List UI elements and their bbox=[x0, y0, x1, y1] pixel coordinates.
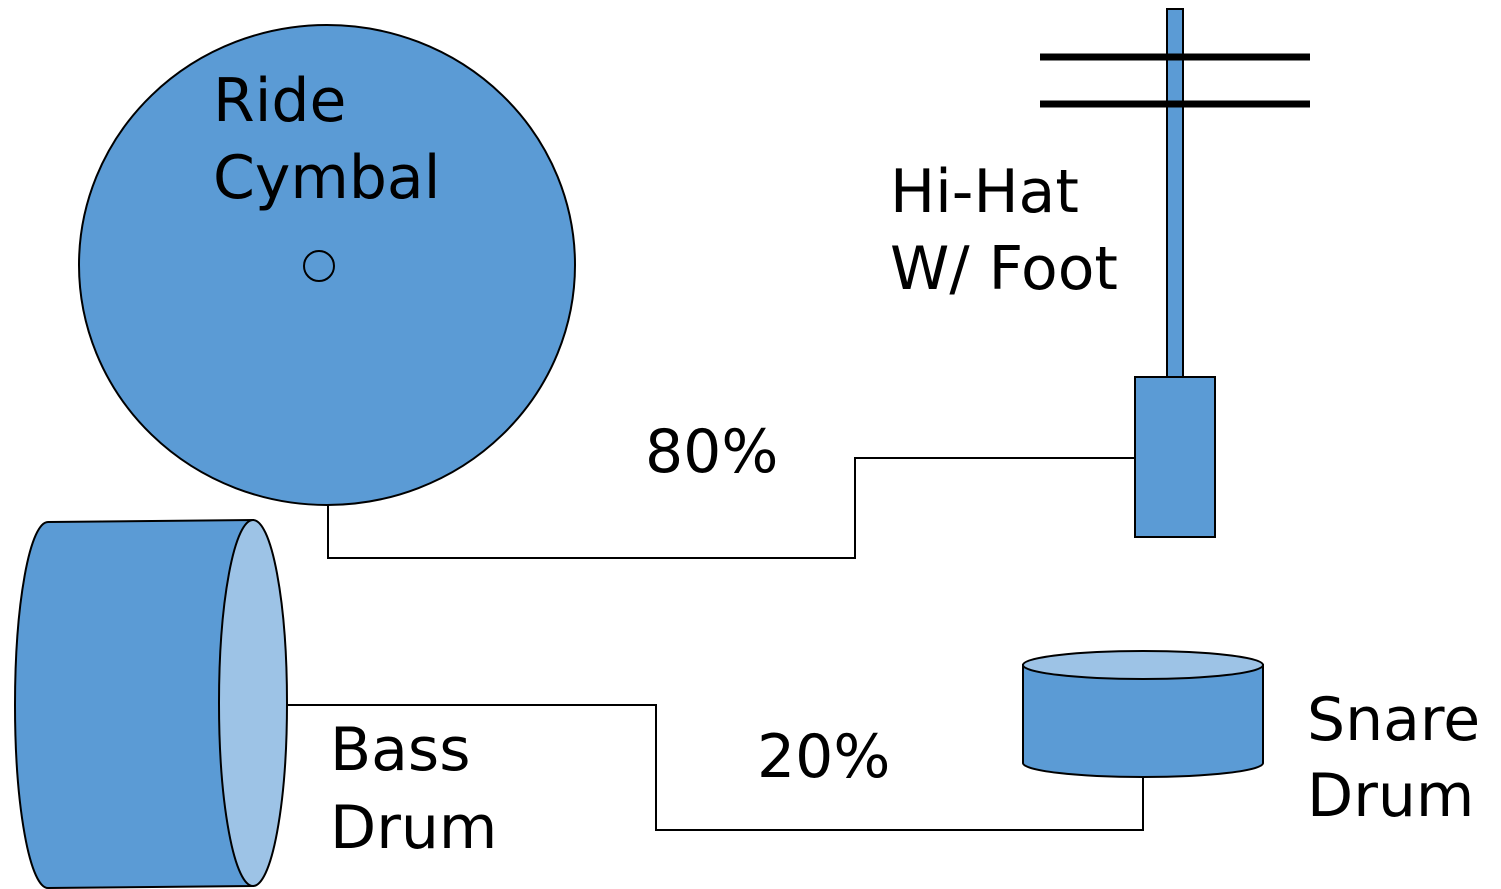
hihat-foot-pedal bbox=[1134, 376, 1216, 538]
bass-drum bbox=[14, 518, 288, 889]
bass-drum-shell bbox=[14, 518, 254, 889]
snare-drum-label-line2: Drum bbox=[1307, 761, 1474, 831]
bass-drum-label-line1: Bass bbox=[330, 715, 470, 785]
hihat-label-line1: Hi-Hat bbox=[890, 157, 1079, 227]
ride-cymbal-label: Ride Cymbal bbox=[213, 66, 440, 213]
percentage-ride-hihat: 80% bbox=[645, 417, 778, 487]
hihat-label: Hi-Hat W/ Foot bbox=[890, 157, 1118, 304]
bass-drum-label-line2: Drum bbox=[330, 793, 497, 863]
ride-cymbal-bell bbox=[303, 250, 335, 282]
percentage-bass-snare: 20% bbox=[757, 722, 890, 792]
bass-drum-label: Bass Drum bbox=[330, 715, 497, 863]
snare-drum-label-line1: Snare bbox=[1307, 685, 1480, 755]
ride-cymbal bbox=[78, 24, 576, 506]
ride-cymbal-label-line2: Cymbal bbox=[213, 143, 440, 213]
connector-ride-hihat bbox=[327, 457, 1135, 559]
snare-drum-head bbox=[1022, 650, 1264, 680]
snare-drum bbox=[1022, 650, 1264, 778]
ride-cymbal-label-line1: Ride bbox=[213, 66, 346, 136]
snare-drum-shell bbox=[1022, 664, 1264, 778]
hihat bbox=[1040, 8, 1310, 538]
bass-drum-head bbox=[218, 519, 288, 887]
hihat-stand bbox=[1166, 8, 1184, 379]
snare-drum-label: Snare Drum bbox=[1307, 685, 1499, 831]
hihat-label-line2: W/ Foot bbox=[890, 234, 1118, 304]
connector-bass-snare bbox=[288, 704, 1144, 831]
